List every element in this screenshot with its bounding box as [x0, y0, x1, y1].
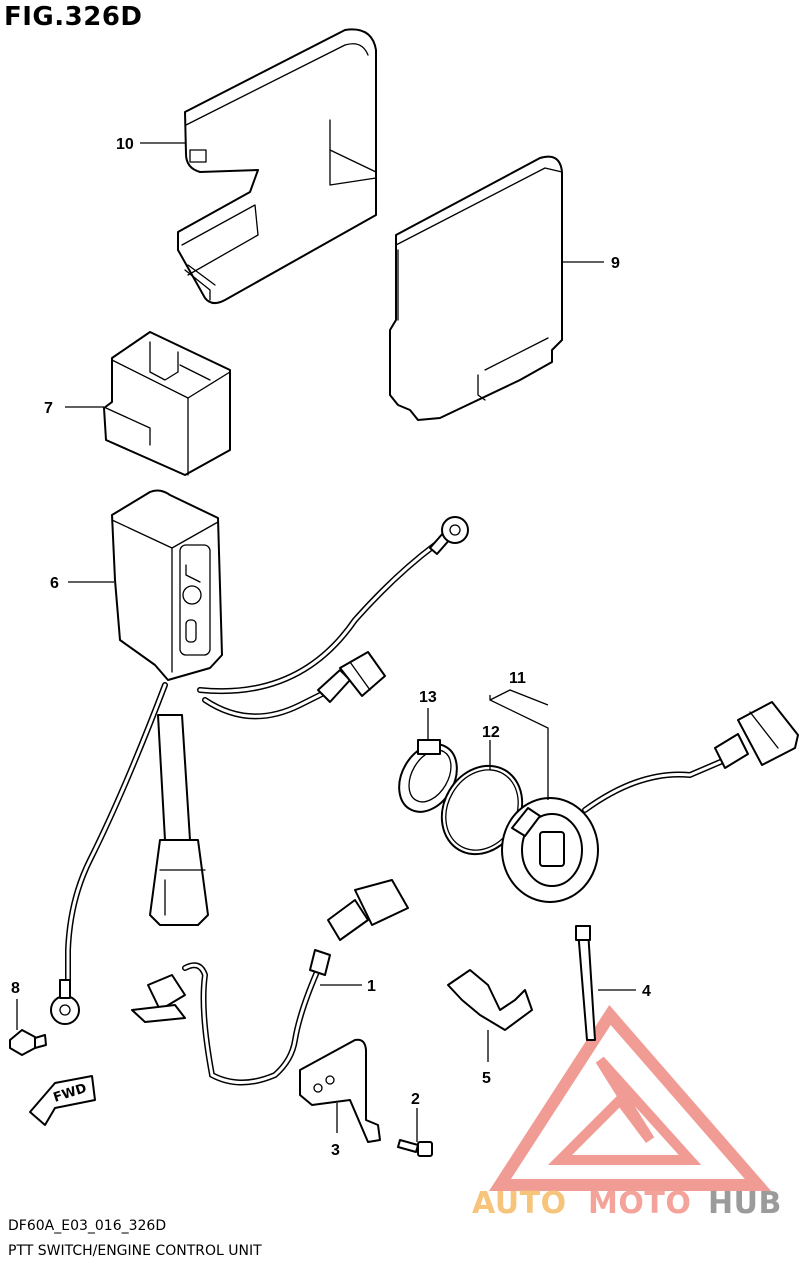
- callout-1: 1: [367, 978, 376, 995]
- callouts: 10 9 7 6 11 13 12 1 4 8 5 2 3: [11, 136, 651, 1159]
- callout-11: 11: [509, 670, 526, 687]
- leader-lines: [16, 142, 636, 1142]
- watermark-logo-outer-triangle: [488, 1005, 772, 1191]
- part-7-relay: [103, 331, 231, 476]
- diagram-code: DF60A_E03_016_326D: [8, 1218, 167, 1234]
- callout-3: 3: [331, 1142, 340, 1159]
- part-6-wiring: [50, 516, 469, 1025]
- part-9-ecu: [389, 155, 563, 421]
- diagram-caption: PTT SWITCH/ENGINE CONTROL UNIT: [8, 1243, 262, 1259]
- part-13-grommet: [398, 739, 458, 813]
- watermark-logo: AUTO MOTO HUB: [472, 1005, 782, 1221]
- fwd-arrow: FWD: [29, 1075, 96, 1126]
- watermark-text-moto: MOTO: [588, 1186, 691, 1221]
- callout-13: 13: [419, 689, 437, 706]
- callout-10: 10: [116, 136, 134, 153]
- part-10-cover: [177, 28, 377, 304]
- part-11-trim-switch: [501, 701, 799, 903]
- part-5-clamp: [447, 969, 533, 1031]
- watermark-logo-inner-mark: [547, 1056, 702, 1165]
- callout-12: 12: [482, 724, 500, 741]
- callout-5: 5: [482, 1070, 491, 1087]
- callout-8: 8: [11, 980, 20, 997]
- part-6-ptt-switch: [111, 489, 223, 681]
- part-8-bolt: [9, 1029, 47, 1056]
- callout-4: 4: [642, 983, 651, 1000]
- callout-2: 2: [411, 1091, 420, 1108]
- part-2-bolt: [397, 1139, 433, 1157]
- callout-9: 9: [611, 255, 620, 272]
- callout-6: 6: [50, 575, 59, 592]
- figure-title: FIG.326D: [4, 2, 143, 32]
- callout-7: 7: [44, 400, 53, 417]
- watermark-text-auto: AUTO: [472, 1186, 567, 1221]
- part-1-harness: [131, 879, 409, 1086]
- watermark-text-hub: HUB: [708, 1186, 782, 1221]
- part-4-cable-tie: [575, 925, 596, 1041]
- part-3-bracket: [299, 1038, 381, 1143]
